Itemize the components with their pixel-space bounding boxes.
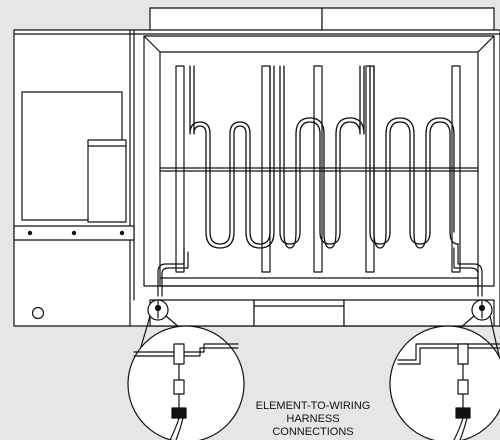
mag-left-wire-2 xyxy=(175,417,184,440)
leader-right-b xyxy=(489,315,500,361)
lead-wire-right-2 xyxy=(453,247,479,297)
mag-left-nut xyxy=(173,379,185,395)
mag-left-bushing xyxy=(173,343,185,365)
terminal-screw-1 xyxy=(27,230,33,236)
lead-wire-left xyxy=(157,247,185,297)
top-flange-left xyxy=(149,7,323,33)
magnified-view-right xyxy=(389,325,500,440)
magnified-circle-right xyxy=(389,325,500,440)
mag-left-frame-2 xyxy=(133,347,239,357)
heater-frame-inner xyxy=(159,51,479,287)
callout-label-line1: ELEMENT-TO-WIRING xyxy=(255,400,371,412)
heating-element-2-inner xyxy=(283,65,365,249)
mag-left-connector xyxy=(171,407,187,419)
magnified-circle-left xyxy=(127,325,245,440)
lead-wire-left-2 xyxy=(161,251,189,297)
terminal-screw-3 xyxy=(119,230,125,236)
transformer-block xyxy=(87,139,127,223)
mag-right-wire xyxy=(453,417,464,440)
magnified-view-left xyxy=(127,325,245,440)
heating-elements xyxy=(189,65,459,249)
frame-corner-tl xyxy=(143,35,161,53)
heater-frame-outer xyxy=(143,35,495,287)
top-flange-right xyxy=(321,7,495,33)
heating-element-1 xyxy=(189,65,271,245)
mag-right-wire-2 xyxy=(459,417,468,440)
callout-label-line3: CONNECTIONS xyxy=(272,426,354,438)
mag-right-bushing xyxy=(457,343,469,365)
support-rail-right xyxy=(451,65,461,273)
bottom-flange-right xyxy=(343,299,495,327)
heating-element-3 xyxy=(369,65,459,245)
mag-right-connector xyxy=(455,407,471,419)
callout-label-line2: HARNESS xyxy=(286,413,340,425)
heating-element-3-inner xyxy=(373,65,455,249)
callout-label: ELEMENT-TO-WIRING HARNESS CONNECTIONS xyxy=(218,400,408,439)
support-rail-center xyxy=(313,65,323,273)
mag-left-wire xyxy=(169,417,180,440)
knockout-hole xyxy=(31,306,45,320)
mag-right-nut xyxy=(457,379,469,395)
lead-wire-right xyxy=(457,243,483,297)
support-rail-left xyxy=(175,65,185,273)
heating-element-1-inner xyxy=(193,65,275,249)
bottom-flange-center xyxy=(253,299,345,327)
frame-corner-tr xyxy=(477,35,495,53)
terminal-screw-2 xyxy=(71,230,77,236)
